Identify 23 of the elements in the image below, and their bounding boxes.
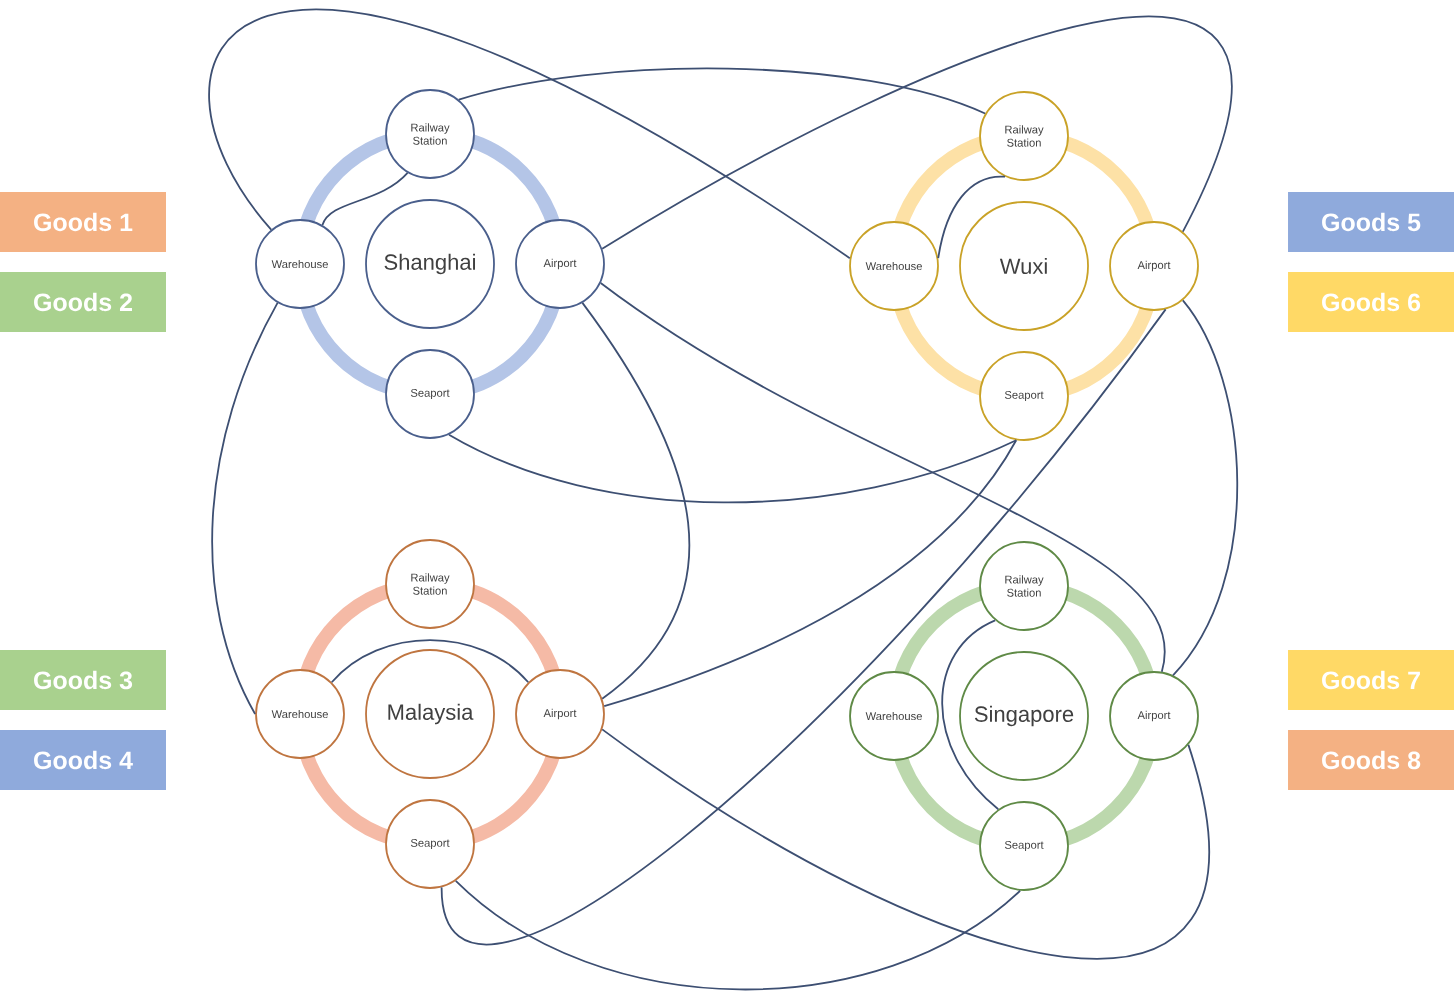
connector-line — [208, 8, 851, 260]
goods-tag: Goods 2 — [0, 272, 166, 332]
connector-line — [457, 67, 987, 115]
goods-tag: Goods 3 — [0, 650, 166, 710]
connector-line — [601, 15, 1233, 250]
connector-line — [448, 433, 1018, 504]
goods-tag: Goods 8 — [1288, 730, 1454, 790]
connector-line — [941, 619, 1000, 811]
connector-line — [603, 439, 1018, 708]
connector-line — [440, 308, 1167, 944]
goods-tag: Goods 1 — [0, 192, 166, 252]
goods-tag: Goods 5 — [1288, 192, 1454, 252]
connector-line — [330, 639, 530, 684]
goods-tag: Goods 7 — [1288, 650, 1454, 710]
connector-line — [454, 879, 1021, 991]
goods-tag: Goods 4 — [0, 730, 166, 790]
connector-line — [211, 302, 279, 715]
connector-line — [321, 172, 409, 226]
connector-line — [599, 282, 1165, 673]
goods-tag: Goods 6 — [1288, 272, 1454, 332]
connector-line — [581, 302, 690, 700]
connector-line — [601, 728, 1209, 959]
connector-line — [1172, 299, 1239, 677]
